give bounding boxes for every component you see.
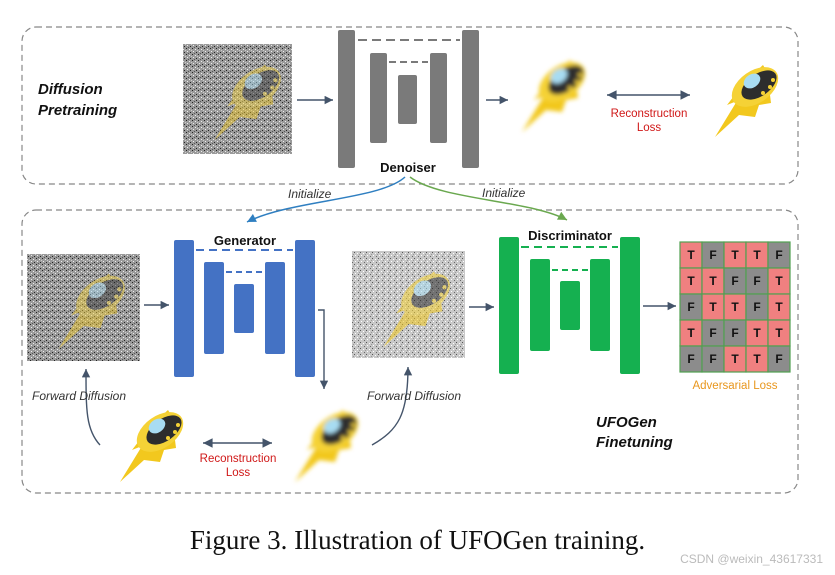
tf-cell-label: F: [709, 352, 716, 366]
tf-cell-label: F: [709, 248, 716, 262]
pretrain-clean-image: [715, 58, 786, 138]
tf-cell-label: T: [731, 300, 739, 314]
pretrain-noisy-image: [183, 44, 292, 154]
tf-cell-label: T: [731, 352, 739, 366]
tf-cell-label: T: [753, 326, 761, 340]
forward-diffusion-label-generated: Forward Diffusion: [367, 389, 461, 403]
tf-cell-label: F: [775, 248, 782, 262]
tf-cell-label: T: [731, 248, 739, 262]
finetuning-section-box: [21, 209, 799, 494]
tf-cell-label: T: [753, 352, 761, 366]
tf-cell-label: T: [687, 274, 695, 288]
generator-output-arrow: [318, 309, 329, 389]
discriminator-label: Discriminator: [528, 228, 612, 243]
tf-cell-label: T: [775, 300, 783, 314]
denoiser-network: [338, 30, 479, 168]
pretrain-predicted-image: [522, 53, 593, 133]
generated-sample-image: [295, 403, 366, 482]
pretraining-title-line1: Diffusion: [38, 81, 103, 98]
noisy-generated-image: [352, 251, 465, 358]
tf-cell-label: F: [731, 326, 738, 340]
finetune-clean-image: [120, 403, 191, 482]
generator-label: Generator: [214, 233, 276, 248]
initialize-label-generator: Initialize: [288, 187, 332, 201]
pretrain-recon-loss-line2: Loss: [637, 122, 662, 134]
tf-cell-label: T: [709, 274, 717, 288]
pretrain-recon-loss-line1: Reconstruction: [611, 108, 688, 120]
initialize-discriminator-arrow: [409, 176, 568, 221]
finetune-noisy-input-image: [27, 254, 140, 361]
tf-cell-label: F: [753, 274, 760, 288]
tf-cell-label: T: [709, 300, 717, 314]
tf-cell-label: T: [687, 326, 695, 340]
tf-cell-label: T: [775, 274, 783, 288]
finetune-recon-loss-line1: Reconstruction: [200, 453, 277, 465]
figure-caption: Figure 3. Illustration of UFOGen trainin…: [189, 525, 646, 555]
tf-cell-label: F: [687, 300, 694, 314]
tf-cell: [767, 345, 791, 373]
tf-cell-label: F: [709, 326, 716, 340]
generator-network: [174, 240, 315, 377]
finetuning-title-line2: Finetuning: [596, 434, 673, 451]
initialize-generator-arrow: [246, 176, 406, 223]
tf-cell-label: T: [753, 248, 761, 262]
adversarial-loss-label: Adversarial Loss: [692, 380, 777, 392]
tf-cell-label: T: [687, 248, 695, 262]
discriminator-network: [499, 237, 640, 374]
denoiser-label: Denoiser: [380, 160, 436, 175]
forward-diffusion-arrow-clean: [81, 368, 101, 446]
initialize-label-discriminator: Initialize: [482, 186, 526, 200]
tf-cell-label: F: [775, 352, 782, 366]
forward-diffusion-label-clean: Forward Diffusion: [32, 389, 126, 403]
pretraining-title-line2: Pretraining: [38, 102, 117, 119]
pretraining-section-box: [21, 26, 799, 185]
tf-cell-label: F: [687, 352, 694, 366]
watermark: CSDN @weixin_43617331: [680, 552, 823, 566]
tf-cell-label: F: [731, 274, 738, 288]
tf-cell-label: F: [753, 300, 760, 314]
tf-cell-label: T: [775, 326, 783, 340]
finetuning-title-line1: UFOGen: [596, 414, 657, 431]
forward-diffusion-arrow-generated: [371, 366, 413, 446]
finetune-recon-loss-line2: Loss: [226, 467, 251, 479]
